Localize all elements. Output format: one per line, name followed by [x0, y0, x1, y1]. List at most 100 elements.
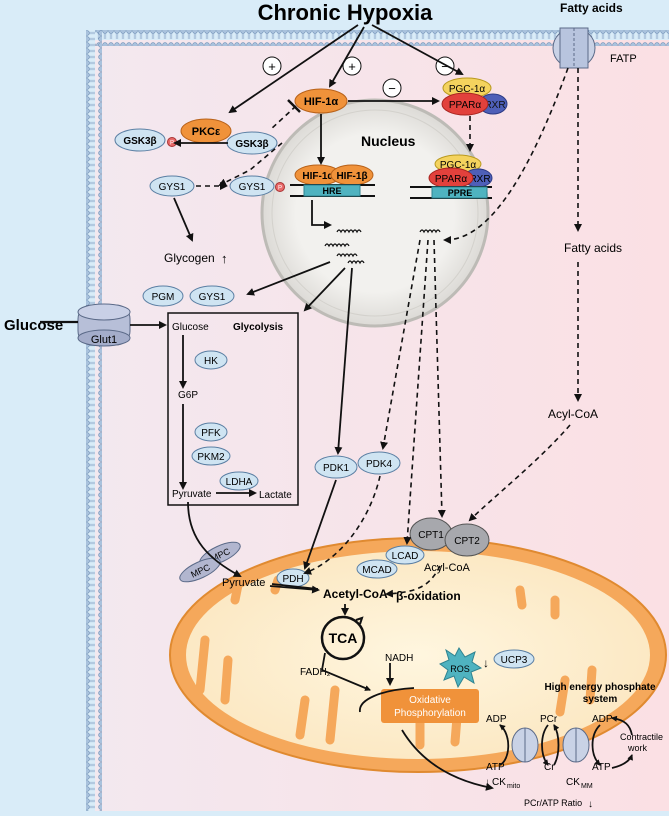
gys1-active: GYS1	[149, 175, 195, 197]
adp-left: ADP	[486, 714, 507, 725]
cell-membrane-top	[95, 30, 669, 46]
svg-text:UCP3: UCP3	[501, 655, 528, 666]
svg-text:+: +	[268, 59, 276, 74]
ck-mito-label: ↓ CK mito	[485, 777, 520, 790]
svg-text:PGC-1α: PGC-1α	[449, 84, 486, 95]
pyruvate-label: Pyruvate	[172, 489, 212, 500]
cpt1-enzyme: CPT1	[409, 517, 453, 551]
glucose-in-box: Glucose	[172, 322, 209, 333]
svg-text:PDK4: PDK4	[366, 459, 393, 470]
hk-enzyme: HK	[194, 350, 228, 370]
svg-text:PPARα: PPARα	[435, 174, 467, 185]
gys1-phosphorylated: GYS1 P	[229, 175, 285, 197]
ck-mito-transporter	[511, 727, 539, 763]
svg-text:CPT2: CPT2	[454, 536, 480, 547]
hep-title-2: system	[583, 694, 618, 705]
svg-text:PCr/ATP Ratio: PCr/ATP Ratio	[524, 798, 582, 808]
svg-text:P: P	[170, 141, 174, 147]
svg-text:MCAD: MCAD	[362, 565, 391, 576]
svg-text:ROS: ROS	[450, 664, 470, 674]
pgc1a-ppara-rxr-complex: PGC-1α RXR PPARα	[441, 77, 508, 116]
fatty-acids-mid: Fatty acids	[564, 241, 622, 255]
svg-text:HIF-1β: HIF-1β	[336, 171, 367, 182]
pdk1-enzyme: PDK1	[314, 455, 358, 479]
svg-text:GYS1: GYS1	[159, 182, 186, 193]
svg-text:+: +	[348, 59, 356, 74]
cell-membrane-left	[86, 30, 102, 811]
glycogen-up-arrow: ↑	[221, 251, 228, 266]
dashed-arrows	[196, 67, 582, 598]
svg-text:PGC-1α: PGC-1α	[440, 160, 477, 171]
ros-down-arrow: ↓	[483, 656, 489, 670]
svg-text:CK: CK	[566, 777, 580, 788]
svg-text:TCA: TCA	[329, 630, 358, 646]
svg-text:RXR: RXR	[469, 174, 490, 185]
lactate-label: Lactate	[259, 490, 292, 501]
adp-right: ADP	[592, 714, 613, 725]
oxidative-phosphorylation-box: Oxidative Phosphorylation	[381, 689, 479, 723]
svg-text:GSK3β: GSK3β	[123, 136, 156, 147]
mrna-hif	[324, 229, 365, 265]
gsk3b-active: GSK3β	[226, 131, 278, 155]
beta-oxidation: β-oxidation	[396, 589, 461, 603]
mcad-enzyme: MCAD	[356, 559, 398, 579]
minus-sign-1: −	[435, 56, 455, 76]
svg-text:HK: HK	[204, 356, 218, 367]
plus-sign-1: +	[262, 56, 282, 76]
mitochondrion	[169, 537, 667, 773]
fatp-transporter	[552, 27, 596, 69]
ldha-enzyme: LDHA	[219, 471, 259, 491]
svg-text:PGM: PGM	[152, 292, 175, 303]
atp-right: ATP	[592, 762, 611, 773]
glut1-label: Glut1	[91, 334, 117, 346]
svg-text:MM: MM	[581, 783, 593, 790]
hif1a-cytoplasm: HIF-1α	[294, 88, 348, 114]
tca-cycle: TCA	[320, 615, 366, 661]
pkce-protein: PKCε	[180, 118, 232, 144]
mrna-ppar	[419, 229, 441, 234]
svg-text:HRE: HRE	[322, 186, 341, 196]
ppar-complex-ppre: PGC-1α RXR PPARα PPRE	[410, 154, 493, 199]
nucleus	[260, 98, 490, 328]
svg-text:GYS1: GYS1	[199, 292, 226, 303]
pcr-label: PCr	[540, 714, 558, 725]
glycolysis-title: Glycolysis	[233, 322, 283, 333]
pgm-enzyme: PGM	[142, 285, 184, 307]
pfk-enzyme: PFK	[194, 422, 228, 442]
svg-text:PKM2: PKM2	[197, 452, 225, 463]
plus-sign-2: +	[342, 56, 362, 76]
svg-text:PPARα: PPARα	[449, 100, 481, 111]
svg-text:−: −	[388, 81, 396, 96]
contractile-1: Contractile	[620, 732, 663, 742]
nadh-label: NADH	[385, 653, 413, 664]
lcad-enzyme: LCAD	[385, 545, 425, 565]
inhibition-bar	[287, 99, 301, 113]
pdk4-enzyme: PDK4	[357, 451, 401, 475]
svg-text:↓: ↓	[485, 777, 490, 788]
svg-text:GYS1: GYS1	[239, 182, 266, 193]
svg-text:HIF-1α: HIF-1α	[302, 171, 334, 182]
hif-complex-hre: HIF-1α HIF-1β HRE	[290, 164, 375, 197]
svg-text:Phosphorylation: Phosphorylation	[394, 708, 466, 719]
gys1-glycolysis: GYS1	[189, 285, 235, 307]
g6p-label: G6P	[178, 390, 198, 401]
nucleus-label: Nucleus	[361, 133, 416, 149]
svg-text:↓: ↓	[588, 799, 593, 810]
glut1-transporter	[77, 303, 131, 347]
ck-mm-transporter	[562, 727, 590, 763]
fadh2-label: FADH₂	[300, 667, 331, 678]
cpt2-enzyme: CPT2	[444, 523, 490, 557]
svg-text:CK: CK	[492, 777, 506, 788]
atp-left: ATP	[486, 762, 505, 773]
svg-text:PFK: PFK	[201, 428, 221, 439]
svg-text:GSK3β: GSK3β	[235, 139, 268, 150]
glycogen-label: Glycogen	[164, 251, 215, 265]
fatp-label: FATP	[610, 53, 637, 65]
pdh-enzyme: PDH	[276, 568, 310, 588]
acyl-coa-mito: Acyl-CoA	[424, 562, 471, 574]
fatty-acids-top: Fatty acids	[560, 1, 623, 15]
acyl-coa-cytoplasm: Acyl-CoA	[548, 407, 598, 421]
pcr-atp-ratio: PCr/ATP Ratio ↓	[524, 798, 593, 810]
minus-sign-2: −	[382, 78, 402, 98]
